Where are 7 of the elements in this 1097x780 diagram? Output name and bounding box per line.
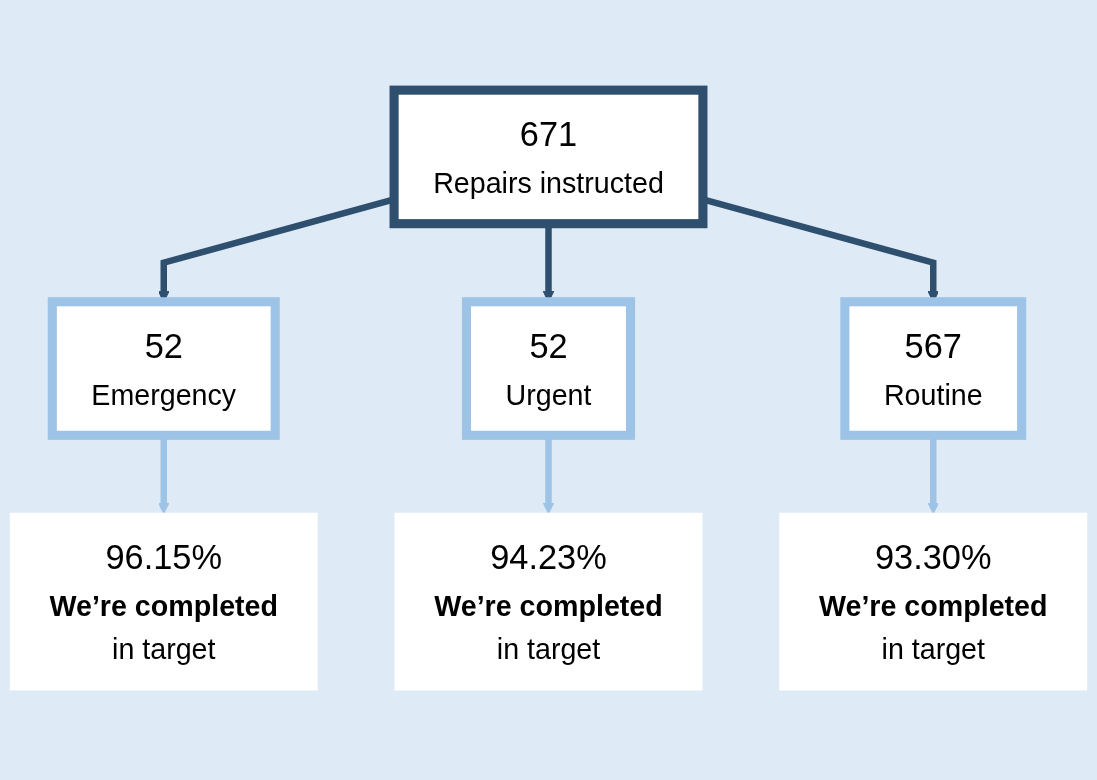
node-box: 96.15% We’re completed in target: [9, 512, 318, 691]
node-box: 52 Urgent: [461, 297, 636, 440]
node-box: 567 Routine: [840, 297, 1027, 440]
node-box: 94.23% We’re completed in target: [394, 512, 703, 691]
node-box: 93.30% We’re completed in target: [779, 512, 1088, 691]
node-box: 52 Emergency: [47, 297, 280, 440]
node-box: 671 Repairs instructed: [389, 85, 708, 229]
